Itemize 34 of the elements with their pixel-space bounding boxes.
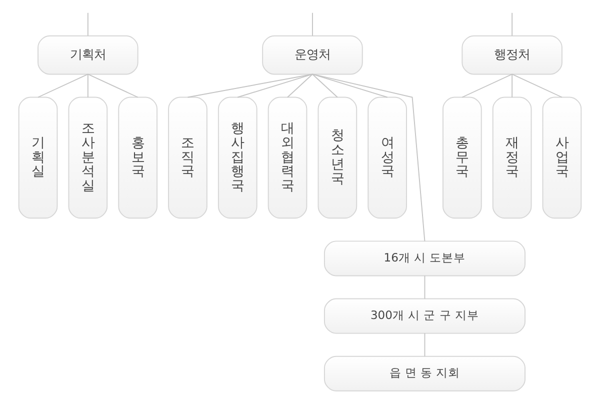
node-box: 총무국 xyxy=(442,96,482,219)
connector xyxy=(312,74,388,98)
node-box: 여성국 xyxy=(368,96,407,219)
node-box: 운영처 xyxy=(262,35,363,75)
connector xyxy=(87,12,88,36)
connector xyxy=(512,74,562,98)
connector xyxy=(87,74,138,98)
connector xyxy=(312,74,338,98)
connector xyxy=(512,12,513,36)
node-box: 기획처 xyxy=(38,35,138,75)
node-box: 청소년국 xyxy=(318,96,358,219)
node-box: 16개 시 도본부 xyxy=(324,240,526,276)
connector xyxy=(512,74,513,98)
node-box: 읍 면 동 지회 xyxy=(324,356,526,392)
connector xyxy=(424,332,426,357)
node-box: 행사집행국 xyxy=(218,96,258,219)
connector xyxy=(187,74,313,98)
connector xyxy=(424,275,426,300)
connector xyxy=(462,74,513,98)
node-box: 조사분석실 xyxy=(68,96,108,219)
node-box: 조직국 xyxy=(168,96,208,219)
connector xyxy=(312,74,426,242)
node-box: 행정처 xyxy=(462,35,562,75)
connector xyxy=(287,74,313,98)
connector xyxy=(38,74,88,98)
node-box: 재정국 xyxy=(492,96,532,219)
connector xyxy=(87,74,88,98)
connector xyxy=(312,12,313,36)
node-box: 300개 시 군 구 지부 xyxy=(324,298,526,334)
node-box: 사업국 xyxy=(542,96,582,219)
node-box: 홍보국 xyxy=(118,96,158,219)
node-box: 대외협력국 xyxy=(268,96,308,219)
node-box: 기획실 xyxy=(18,96,58,219)
connector xyxy=(237,74,313,98)
